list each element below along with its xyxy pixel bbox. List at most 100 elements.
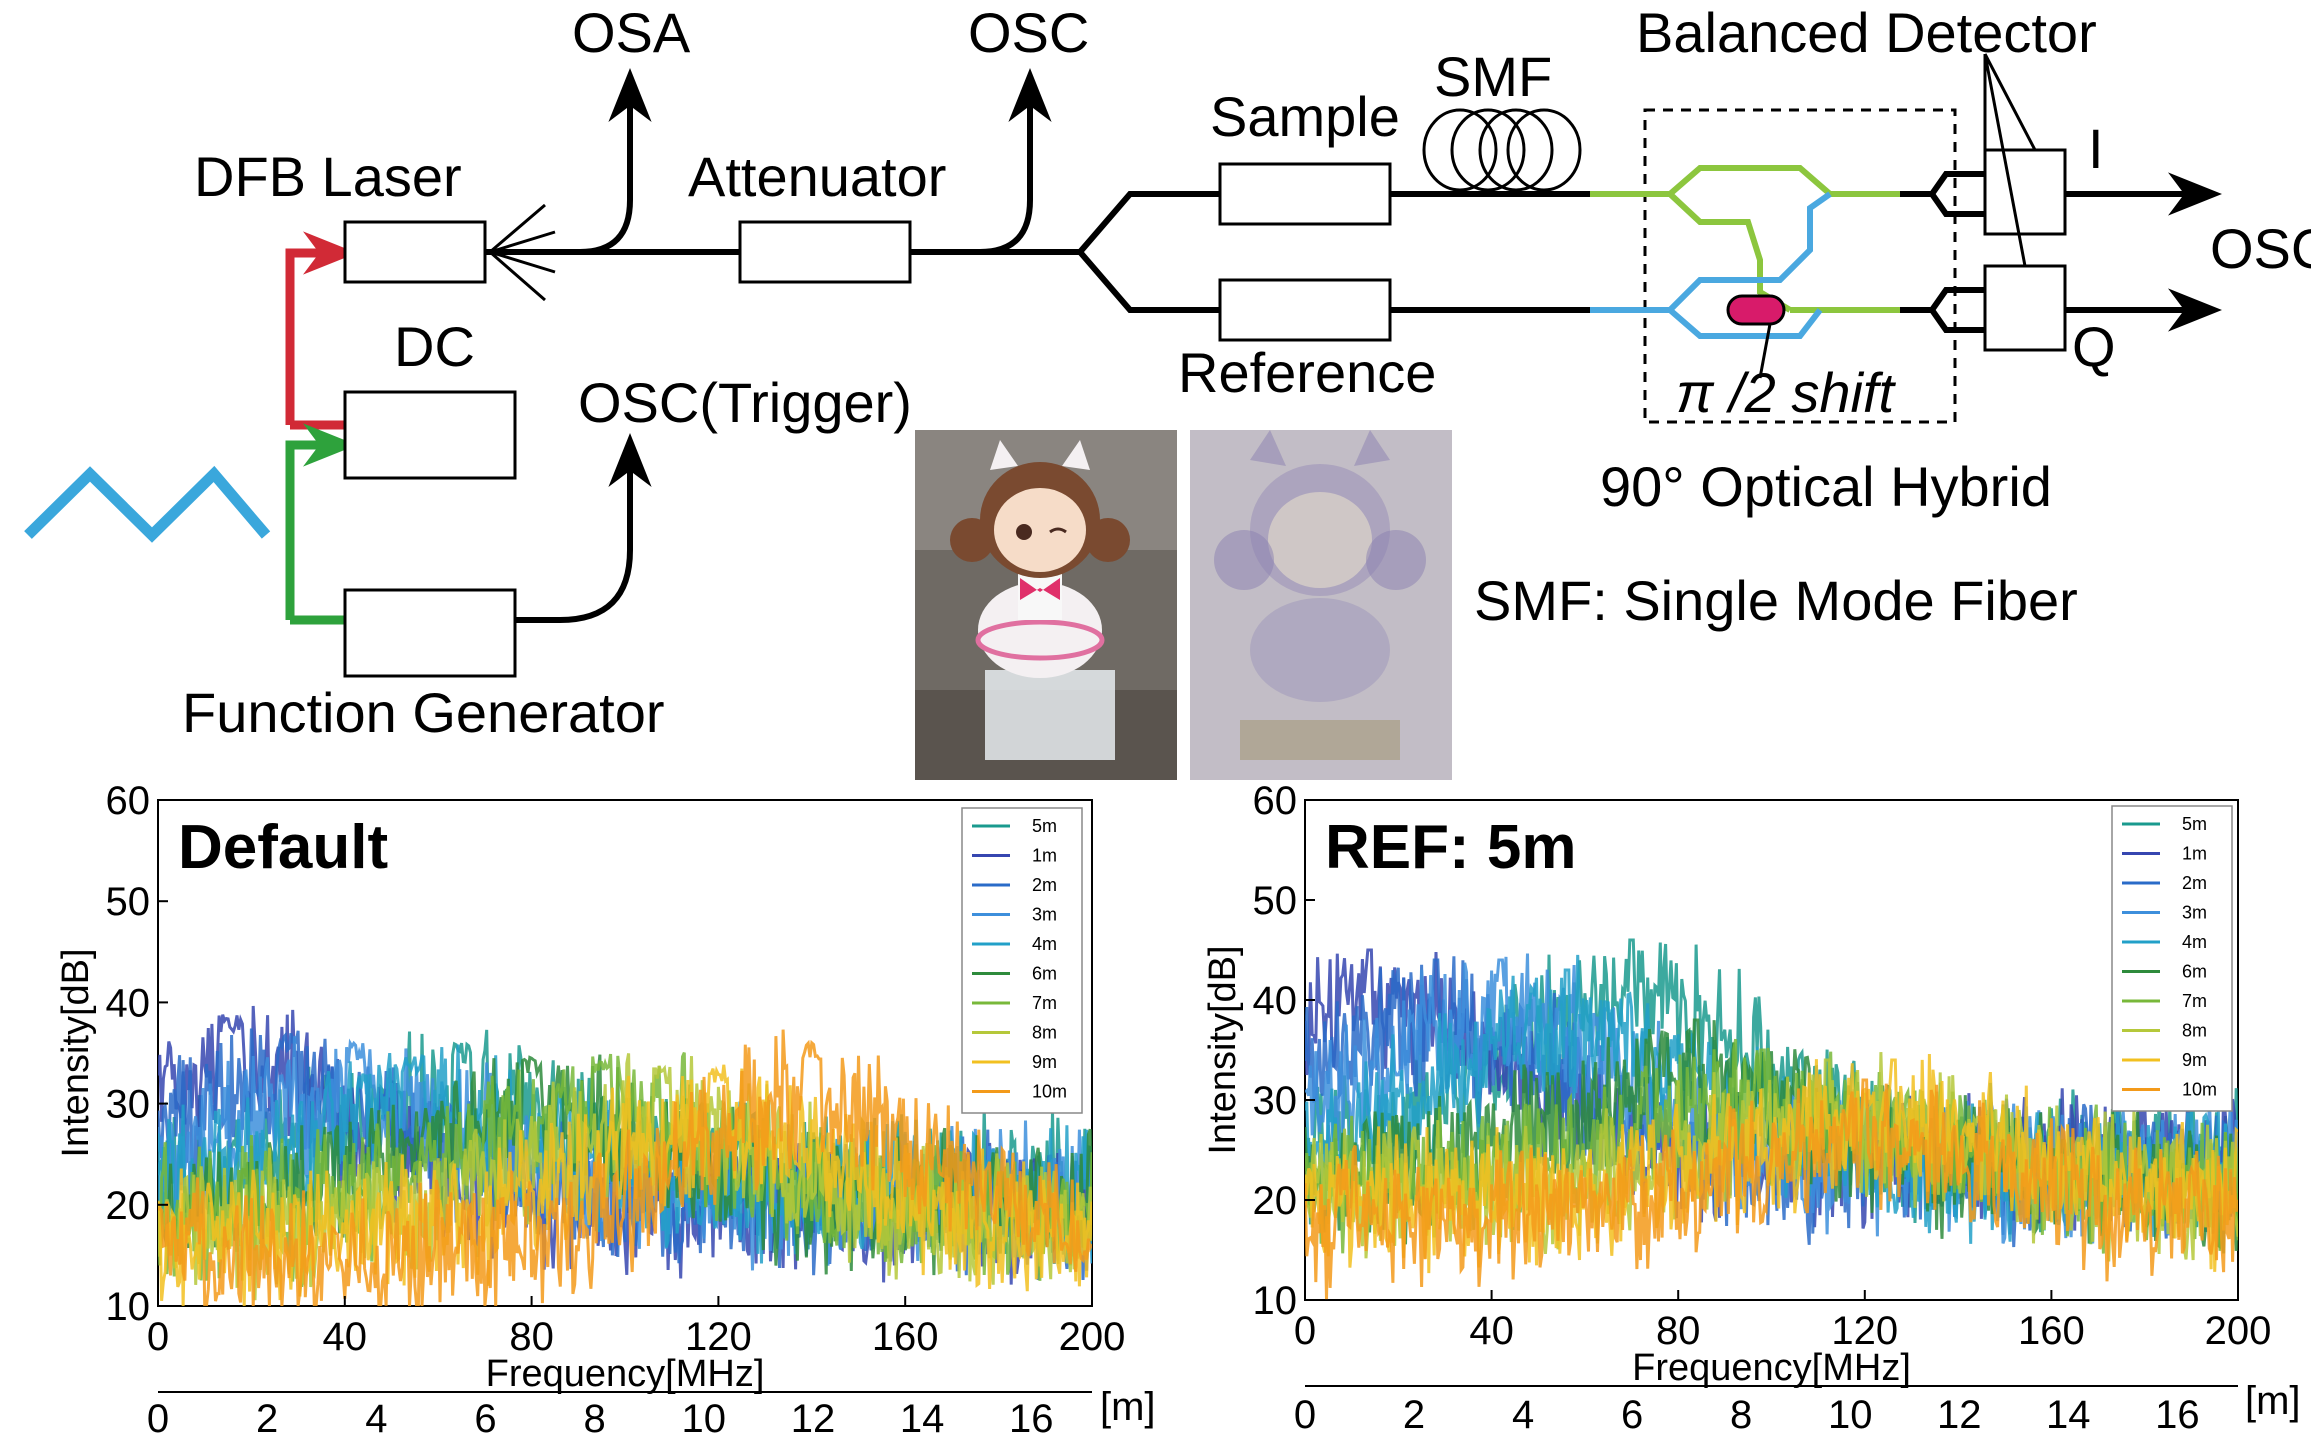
function-generator-box <box>343 588 517 678</box>
hybrid-label: 90° Optical Hybrid <box>1600 455 2052 518</box>
legend-entry: 9m <box>2182 1050 2207 1070</box>
legend-entry: 4m <box>1032 934 1057 954</box>
x-tick-label: 160 <box>2018 1309 2085 1353</box>
distance-tick-label: 0 <box>1294 1393 1316 1437</box>
distance-tick-label: 0 <box>147 1397 169 1441</box>
dfb-laser-box <box>343 220 487 284</box>
y-tick-label: 40 <box>1253 979 1298 1023</box>
osa-label: OSA <box>572 1 691 64</box>
series-10m <box>1305 1078 2238 1300</box>
legend-entry: 10m <box>1032 1082 1067 1102</box>
smf-label: SMF <box>1434 45 1552 108</box>
legend-entry: 8m <box>2182 1021 2207 1041</box>
distance-tick-label: 8 <box>1730 1393 1752 1437</box>
legend-entry: 7m <box>1032 993 1057 1013</box>
reference-box <box>1218 278 1392 342</box>
osc-trigger-label: OSC(Trigger) <box>578 371 912 434</box>
y-axis-label: Intensity[dB] <box>55 948 97 1157</box>
y-tick-label: 20 <box>1253 1179 1298 1223</box>
distance-tick-label: 14 <box>2046 1393 2091 1437</box>
legend-entry: 10m <box>2182 1080 2217 1100</box>
x-axis-label: Frequency[MHz] <box>1632 1347 1911 1389</box>
osc-tap-arrow <box>979 68 1052 255</box>
distance-tick-label: 6 <box>474 1397 496 1441</box>
setup-diagram: DFB Laser DC Function Generator OSA OSC … <box>24 1 2311 744</box>
legend-entry: 3m <box>2182 903 2207 923</box>
balanced-detector-label: Balanced Detector <box>1636 1 2097 64</box>
distance-tick-label: 2 <box>1403 1393 1425 1437</box>
y-tick-label: 30 <box>1253 1079 1298 1123</box>
x-axis-label: Frequency[MHz] <box>486 1353 765 1395</box>
balanced-detector-i <box>1983 148 2067 236</box>
distance-tick-label: 2 <box>256 1397 278 1441</box>
legend-entry: 3m <box>1032 905 1057 925</box>
distance-tick-label: 16 <box>1009 1397 1054 1441</box>
y-tick-label: 10 <box>1253 1279 1298 1323</box>
legend-entry: 4m <box>2182 932 2207 952</box>
chart-title: Default <box>178 813 388 882</box>
pi-shift-label: π /2 shift <box>1676 361 1896 424</box>
legend-entry: 5m <box>2182 814 2207 834</box>
chart-title: REF: 5m <box>1325 813 1576 882</box>
photo-left <box>915 430 1177 780</box>
x-tick-label: 40 <box>1469 1309 1514 1353</box>
distance-unit-label: [m] <box>1100 1385 1156 1429</box>
osc-top-label: OSC <box>968 1 1089 64</box>
smf-coil-icon <box>1422 108 1582 192</box>
y-tick-label: 40 <box>106 981 151 1025</box>
distance-tick-label: 10 <box>682 1397 727 1441</box>
y-tick-label: 50 <box>106 880 151 924</box>
reference-label: Reference <box>1178 341 1436 404</box>
y-tick-label: 50 <box>1253 879 1298 923</box>
smf-note-label: SMF: Single Mode Fiber <box>1474 569 2078 632</box>
osa-tap-arrow <box>579 68 652 255</box>
x-tick-label: 160 <box>872 1315 939 1359</box>
dc-label: DC <box>394 315 475 378</box>
osc-trigger-arrow <box>515 433 652 623</box>
x-tick-label: 40 <box>323 1315 368 1359</box>
legend-entry: 1m <box>1032 846 1057 866</box>
series-group <box>158 1005 1092 1306</box>
y-tick-label: 20 <box>106 1184 151 1228</box>
sample-box <box>1218 162 1392 226</box>
q-label: Q <box>2072 315 2116 378</box>
hybrid-green-path <box>1590 165 1900 197</box>
balanced-detector-q <box>1983 264 2067 352</box>
distance-tick-label: 14 <box>900 1397 945 1441</box>
distance-tick-label: 6 <box>1621 1393 1643 1437</box>
legend-entry: 6m <box>1032 964 1057 984</box>
legend-entry: 7m <box>2182 991 2207 1011</box>
legend-entry: 1m <box>2182 844 2207 864</box>
distance-tick-label: 4 <box>1512 1393 1534 1437</box>
legend-entry: 5m <box>1032 816 1057 836</box>
sample-label: Sample <box>1210 85 1400 148</box>
attenuator-label: Attenuator <box>688 145 946 208</box>
photo-right <box>1190 430 1452 780</box>
y-tick-label: 60 <box>106 779 151 823</box>
legend-entry: 6m <box>2182 962 2207 982</box>
x-tick-label: 80 <box>1656 1309 1701 1353</box>
series-10m <box>158 1029 1092 1306</box>
x-tick-label: 0 <box>1294 1309 1316 1353</box>
function-generator-label: Function Generator <box>182 681 664 744</box>
y-axis-label: Intensity[dB] <box>1202 945 1244 1154</box>
y-tick-label: 30 <box>106 1083 151 1127</box>
distance-tick-label: 12 <box>1937 1393 1982 1437</box>
distance-tick-label: 8 <box>584 1397 606 1441</box>
distance-tick-label: 10 <box>1828 1393 1873 1437</box>
dfb-laser-label: DFB Laser <box>194 145 462 208</box>
legend-entry: 2m <box>1032 875 1057 895</box>
x-tick-label: 80 <box>509 1315 554 1359</box>
legend-entry: 9m <box>1032 1052 1057 1072</box>
x-tick-label: 0 <box>147 1315 169 1359</box>
dc-box <box>343 390 517 480</box>
series-group <box>1305 938 2238 1300</box>
osc-right-label: OSC <box>2210 217 2311 280</box>
